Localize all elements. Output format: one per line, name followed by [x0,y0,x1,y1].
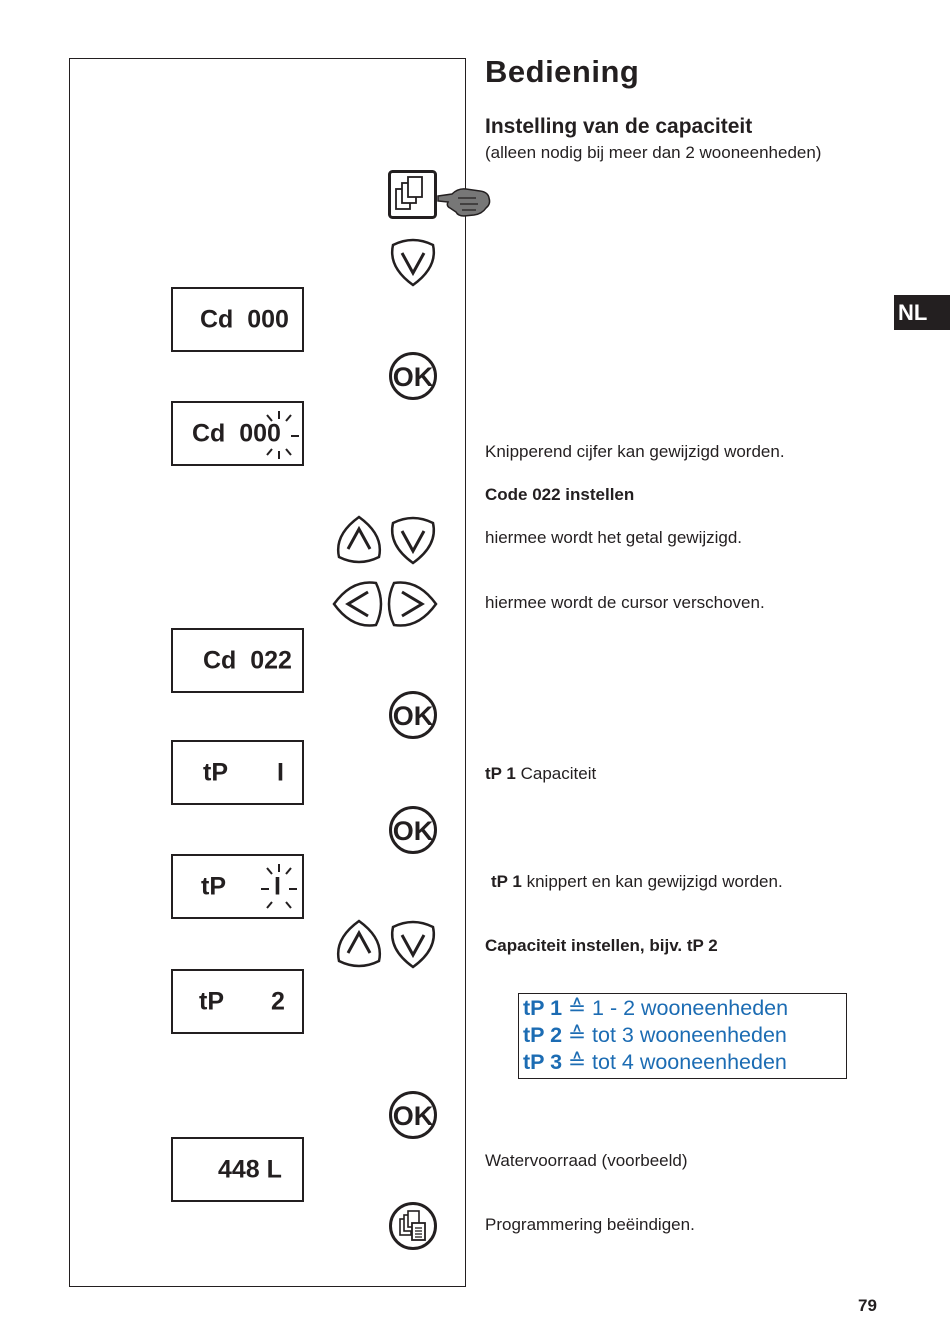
tp1-capacity: tP 1 Capaciteit [485,764,596,784]
display-text: 448 L [218,1155,282,1183]
display-value: 2 [271,987,285,1015]
down-button[interactable] [388,237,438,287]
down-button[interactable] [388,515,438,565]
blinking-digit: 0 [267,419,281,447]
right-button[interactable] [386,579,438,629]
capacity-legend: tP 1 ≙ 1 - 2 wooneenheden tP 2 ≙ tot 3 w… [518,993,847,1079]
display-text: tP [199,987,224,1015]
legend-row: tP 2 ≙ tot 3 wooneenheden [523,1022,846,1049]
water-volume-text: Watervoorraad (voorbeeld) [485,1151,688,1170]
ok-button[interactable]: OK [388,351,438,401]
page-title: Bediening [485,54,640,89]
section-note: (alleen nodig bij meer dan 2 wooneenhede… [485,143,822,162]
tp1-code: tP 1 [485,764,516,783]
ok-label: OK [393,362,434,392]
code-heading: Code 022 instellen [485,485,634,505]
legend-symbol: ≙ [568,996,587,1020]
display-water-volume: 448 L [171,1137,304,1202]
legend-row: tP 1 ≙ 1 - 2 wooneenheden [523,995,846,1022]
ok-label: OK [393,1101,434,1131]
display-tp-blinking: tP I [171,854,304,919]
page-number: 79 [858,1296,877,1315]
program-end-button[interactable] [388,1201,438,1251]
display-tp-2: tP 2 [171,969,304,1034]
legend-code: tP 1 [523,996,563,1020]
down-button[interactable] [388,919,438,969]
up-button[interactable] [334,515,384,565]
instruction-panel [69,58,466,1287]
blink-rays-icon [266,411,299,459]
display-text: Cd 022 [203,646,292,674]
legend-symbol: ≙ [568,1050,587,1074]
display-text: tP [203,758,228,786]
ok-button[interactable]: OK [388,805,438,855]
updown-hint: hiermee wordt het getal gewijzigd. [485,528,743,547]
display-code-022: Cd 022 [171,628,304,693]
display-text: tP [201,872,226,900]
legend-code: tP 2 [523,1023,563,1047]
leftright-hint: hiermee wordt de cursor verschoven. [485,593,765,612]
left-button[interactable] [332,579,384,629]
legend-text: tot 3 wooneenheden [586,1023,787,1047]
legend-row: tP 3 ≙ tot 4 wooneenheden [523,1049,846,1076]
blinking-digit: I [274,872,281,900]
ok-button[interactable]: OK [388,1090,438,1140]
legend-text: 1 - 2 wooneenheden [586,996,789,1020]
code-heading-text: Code 022 instellen [485,485,635,504]
display-prefix: Cd 00 [192,419,268,447]
display-code-blinking: Cd 000 [171,401,304,466]
blink-hint: Knipperend cijfer kan gewijzigd worden. [485,442,785,461]
language-tab: NL [894,295,950,330]
ok-button[interactable]: OK [388,690,438,740]
legend-code: tP 3 [523,1050,563,1074]
display-code-000: Cd 000 [171,287,304,352]
section-title: Instelling van de capaciteit [485,115,753,138]
display-tp-1: tP I [171,740,304,805]
capacity-heading-text: Capaciteit instellen, bijv. tP 2 [485,936,718,955]
legend-text: tot 4 wooneenheden [586,1050,787,1074]
legend-symbol: ≙ [568,1023,587,1047]
ok-label: OK [393,816,434,846]
display-text: Cd 000 [200,305,289,333]
menu-button[interactable] [388,170,493,222]
ok-label: OK [393,701,434,731]
capacity-heading: Capaciteit instellen, bijv. tP 2 [485,936,718,956]
pointing-hand-icon [436,182,494,220]
end-programming-text: Programmering beëindigen. [485,1215,695,1234]
tp1-blink-hint: tP 1 knippert en kan gewijzigd worden. [491,872,783,892]
up-button[interactable] [334,919,384,969]
display-value: I [277,758,284,786]
tp1-blink-text: knippert en kan gewijzigd worden. [521,872,783,891]
blink-rays-icon [261,864,297,909]
display-text: Cd 000 [192,419,281,448]
tp1-text: Capaciteit [515,764,597,783]
tp1-blink-code: tP 1 [491,872,522,891]
